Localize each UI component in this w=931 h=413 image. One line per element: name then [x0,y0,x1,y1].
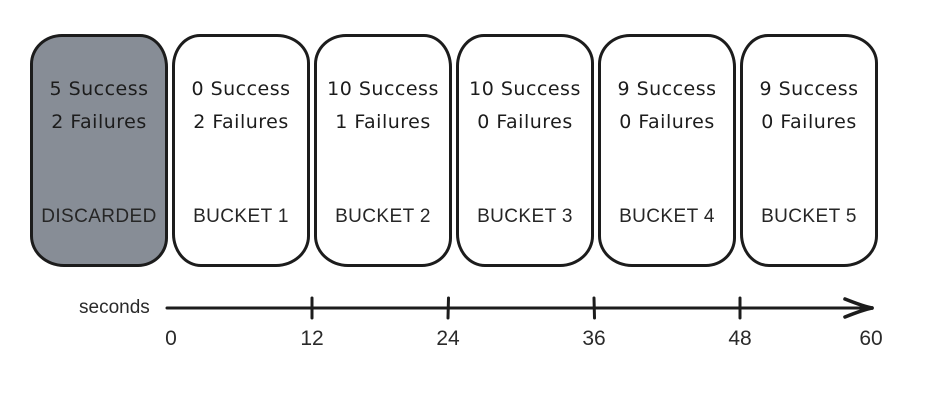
success-count: 10 Success [469,78,581,100]
bucket-stats: 10 Success 0 Failures [459,37,591,139]
bucket-label: BUCKET 3 [477,206,573,227]
bucket-stats: 9 Success 0 Failures [743,37,875,139]
tick-label-0: 0 [165,327,177,350]
success-count: 10 Success [327,78,439,100]
failure-count: 2 Failures [51,111,147,133]
tick-label-24: 24 [436,327,460,350]
failure-count: 0 Failures [619,111,715,133]
failure-count: 1 Failures [335,111,431,133]
failure-count: 0 Failures [477,111,573,133]
bucket-2: 10 Success 1 Failures BUCKET 2 [314,34,452,267]
tick-label-60: 60 [859,327,883,350]
tick-label-48: 48 [728,327,752,350]
tick-label-12: 12 [300,327,324,350]
bucket-stats: 9 Success 0 Failures [601,37,733,139]
failure-count: 2 Failures [193,111,289,133]
success-count: 9 Success [759,78,859,100]
bucket-label: DISCARDED [41,206,157,227]
success-count: 5 Success [49,78,149,100]
axis-label: seconds [79,297,150,318]
bucket-1: 0 Success 2 Failures BUCKET 1 [172,34,310,267]
bucket-label: BUCKET 2 [335,206,431,227]
bucket-stats: 5 Success 2 Failures [33,37,165,139]
bucket-stats: 10 Success 1 Failures [317,37,449,139]
buckets-row: 5 Success 2 Failures DISCARDED 0 Success… [30,34,878,267]
bucket-discarded: 5 Success 2 Failures DISCARDED [30,34,168,267]
bucket-3: 10 Success 0 Failures BUCKET 3 [456,34,594,267]
failure-count: 0 Failures [761,111,857,133]
success-count: 9 Success [617,78,717,100]
bucket-5: 9 Success 0 Failures BUCKET 5 [740,34,878,267]
bucket-stats: 0 Success 2 Failures [175,37,307,139]
bucket-label: BUCKET 5 [761,206,857,227]
tick-label-36: 36 [582,327,606,350]
bucket-label: BUCKET 4 [619,206,715,227]
bucket-4: 9 Success 0 Failures BUCKET 4 [598,34,736,267]
success-count: 0 Success [191,78,291,100]
time-axis-arrow [165,296,874,320]
bucket-label: BUCKET 1 [193,206,289,227]
